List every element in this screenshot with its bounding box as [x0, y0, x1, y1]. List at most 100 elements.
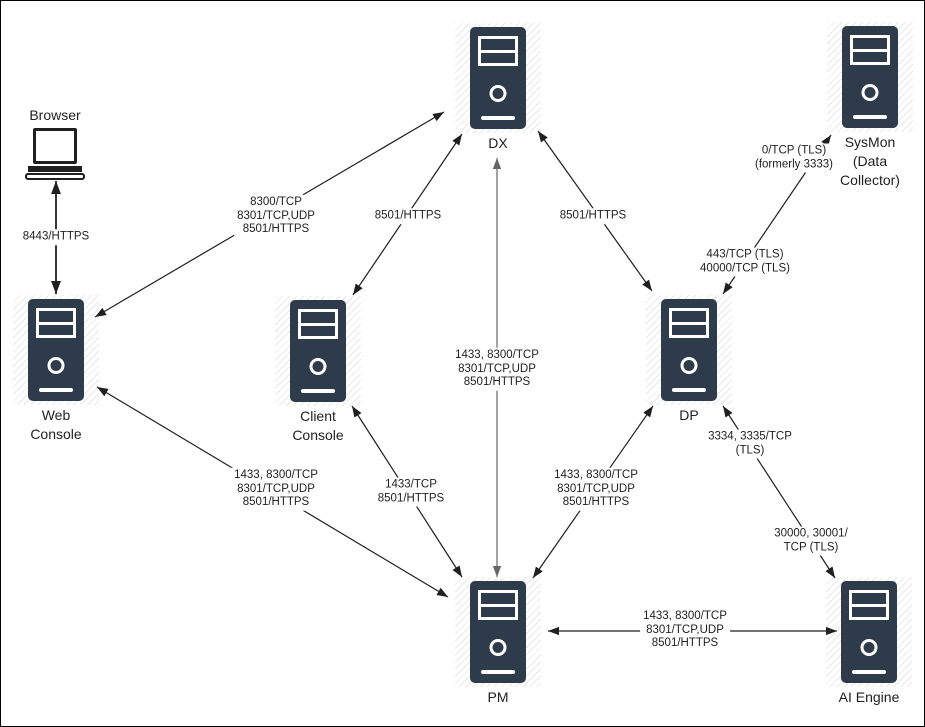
node-label-line: Console: [30, 426, 82, 442]
edge-label-line: 40000/TCP (TLS): [700, 262, 790, 274]
edge-label-clientconsole-dx: 8501/HTTPS: [371, 208, 445, 224]
power-button-icon: [489, 85, 507, 102]
arrowhead: [492, 158, 502, 169]
arrowhead: [452, 134, 462, 146]
edge-label-dp-sysmon-lower: 443/TCP (TLS)40000/TCP (TLS): [697, 247, 793, 277]
drive-bays-icon: [478, 590, 518, 620]
arrowhead: [825, 566, 835, 578]
edge-label-line: 8300/TCP: [250, 195, 302, 208]
drive-bays-icon: [850, 35, 890, 65]
edge-label-line: 8301/TCP,UDP: [237, 209, 315, 222]
arrowhead: [97, 387, 109, 397]
edge-label-line: 8501/HTTPS: [374, 209, 442, 222]
vent-slot-icon: [301, 389, 335, 393]
power-button-icon: [861, 84, 879, 101]
server-icon-pm: [470, 581, 526, 683]
edge-label-dp-sysmon-upper: 0/TCP (TLS)(formerly 3333): [752, 143, 836, 173]
arrowhead: [723, 406, 733, 418]
bay-divider: [301, 322, 335, 326]
edge-label-line: 8301/TCP,UDP: [237, 482, 315, 495]
edge-label-dp-aiengine-upper: 3334, 3335/TCP(TLS): [705, 429, 795, 459]
arrowhead: [51, 281, 61, 294]
arrowhead: [452, 565, 462, 577]
arrowhead: [95, 307, 107, 317]
edge-label-line: 1433/TCP: [385, 478, 437, 491]
edge-label-line: 8301/TCP,UDP: [557, 482, 635, 495]
laptop-icon: [25, 128, 85, 180]
edge-label-line: 8501/HTTPS: [377, 492, 445, 504]
server-icon-dp: [661, 299, 717, 401]
arrowhead: [353, 283, 363, 295]
bay-divider: [481, 603, 515, 607]
node-label-line: Console: [292, 427, 344, 443]
drive-bays-icon: [36, 308, 76, 338]
server-icon-client-console: [290, 300, 346, 402]
arrowhead: [548, 626, 559, 636]
laptop-screen-icon: [33, 128, 77, 164]
drive-bays-icon: [298, 309, 338, 339]
edge-label-line: 0/TCP (TLS): [761, 144, 827, 157]
node-label-ai-engine: AI Engine: [799, 688, 924, 707]
arrowhead: [436, 587, 448, 597]
edge-label-line: 8501/HTTPS: [562, 495, 630, 508]
server-icon-web-console: [28, 299, 84, 401]
node-label-line: Browser: [29, 107, 81, 123]
arrowhead: [352, 406, 362, 418]
drive-bays-icon: [669, 308, 709, 338]
bay-divider: [672, 321, 706, 325]
node-label-dx: DX: [428, 134, 568, 153]
arrowhead: [723, 282, 733, 294]
arrowhead: [51, 181, 61, 194]
power-button-icon: [47, 357, 65, 374]
edge-label-line: (TLS): [735, 444, 765, 456]
edge-label-line: 8301/TCP,UDP: [458, 362, 536, 375]
node-label-line: Client: [300, 408, 336, 424]
edge-label-line: 8501/HTTPS: [559, 209, 627, 222]
bay-divider: [39, 321, 73, 325]
bay-divider: [853, 48, 887, 52]
edge-label-dp-dx: 8501/HTTPS: [556, 208, 630, 224]
arrowhead: [492, 566, 502, 577]
arrowhead: [642, 279, 652, 291]
drive-bays-icon: [478, 36, 518, 66]
server-icon-ai-engine: [841, 581, 897, 683]
edge-label-line: 1433, 8300/TCP: [554, 468, 638, 481]
arrowhead: [538, 131, 548, 143]
edge-label-line: 443/TCP (TLS): [706, 248, 784, 261]
laptop-keyboard-icon: [28, 166, 82, 172]
node-label-line: DX: [488, 135, 508, 151]
edge-label-dp-aiengine-lower: 30000, 30001/TCP (TLS): [771, 526, 851, 556]
arrowhead: [826, 626, 837, 636]
edge-label-line: 8501/HTTPS: [242, 495, 310, 508]
node-label-dp: DP: [619, 406, 759, 425]
vent-slot-icon: [481, 116, 515, 120]
server-icon-sysmon: [842, 26, 898, 128]
drive-bays-icon: [849, 590, 889, 620]
edge-label-line: 1433, 8300/TCP: [455, 348, 539, 361]
power-button-icon: [860, 639, 878, 656]
node-label-line: Web: [41, 407, 71, 423]
bay-divider: [481, 49, 515, 53]
edge-label-line: 1433, 8300/TCP: [234, 468, 318, 481]
arrowhead: [533, 566, 543, 578]
node-label-browser: Browser: [1, 106, 125, 125]
power-button-icon: [680, 357, 698, 374]
power-button-icon: [309, 358, 327, 375]
node-label-pm: PM: [428, 688, 568, 707]
bay-divider: [852, 603, 886, 607]
edge-label-line: 3334, 3335/TCP: [708, 430, 792, 443]
edge-label-line: TCP (TLS): [783, 541, 839, 553]
edge-label-line: (formerly 3333): [755, 158, 833, 170]
edge-label-line: 8443/HTTPS: [22, 230, 90, 243]
server-icon-dx: [470, 27, 526, 129]
vent-slot-icon: [853, 115, 887, 119]
